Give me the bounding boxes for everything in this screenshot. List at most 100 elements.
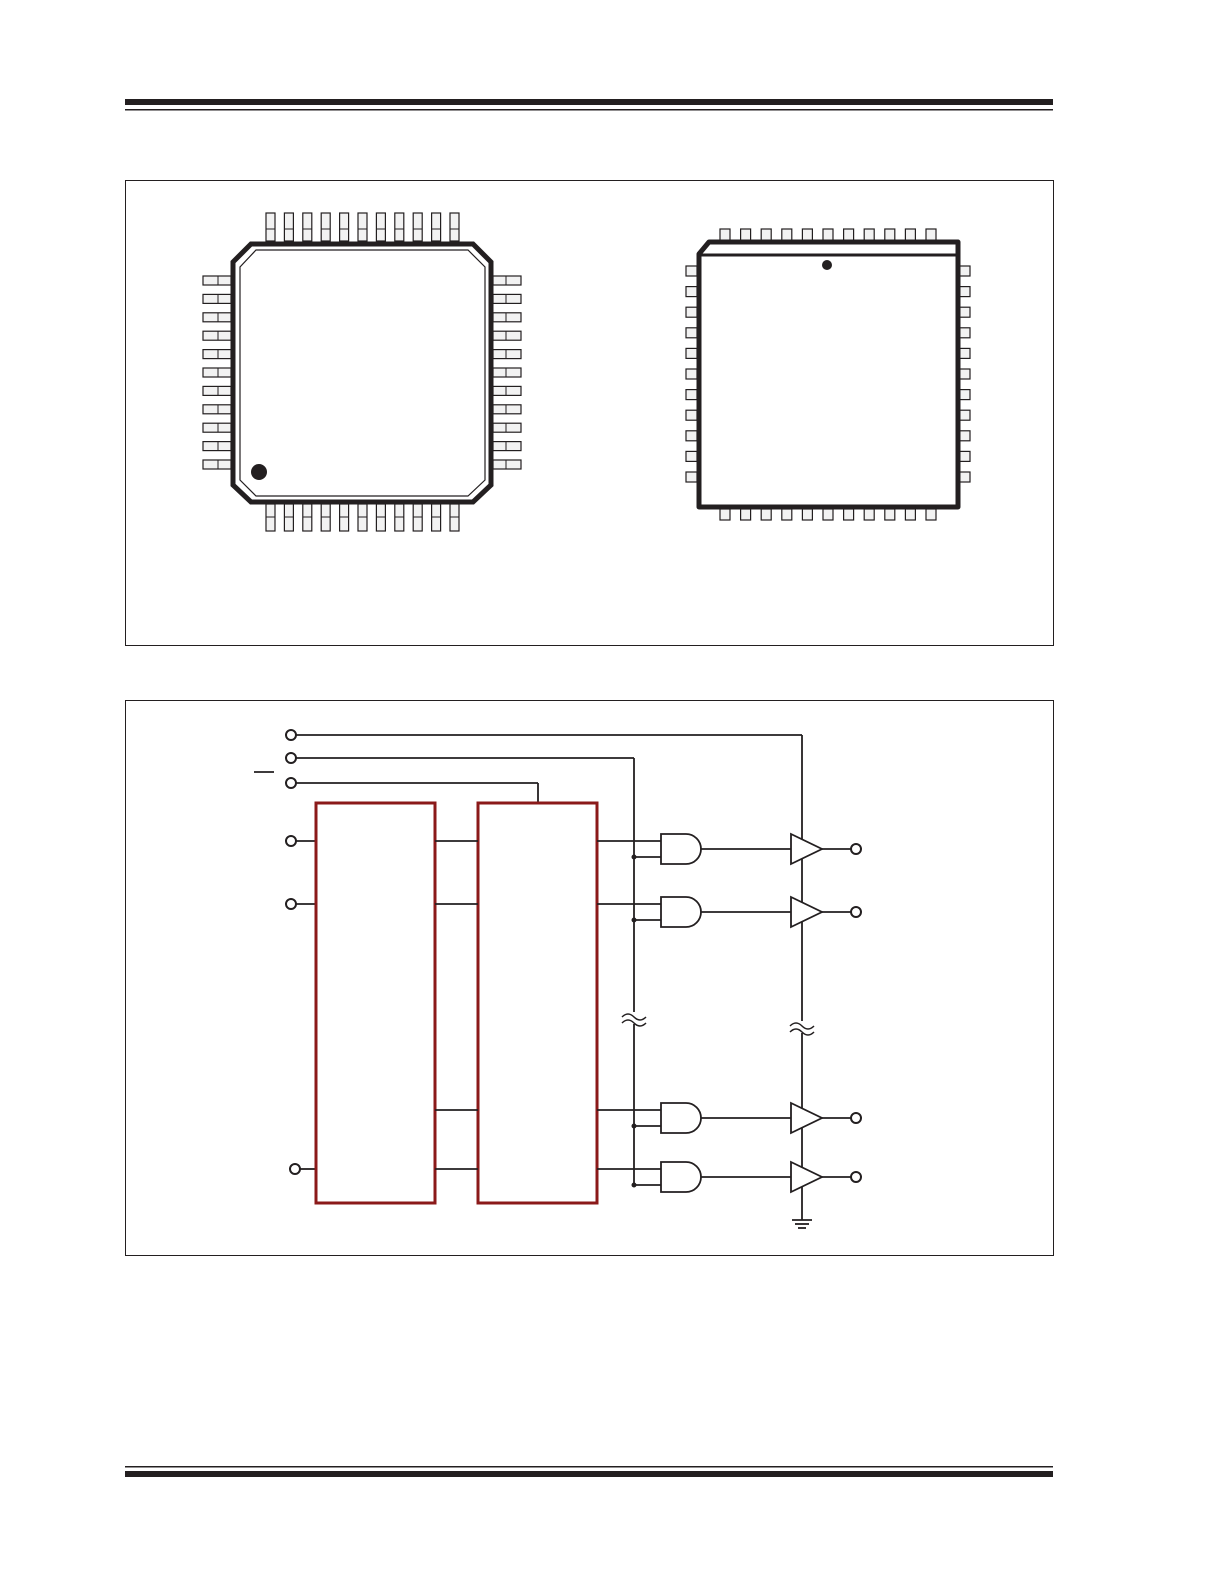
pin — [202, 422, 232, 433]
pin — [685, 347, 698, 359]
pin — [842, 228, 855, 242]
package-body — [696, 239, 961, 510]
pin — [822, 228, 834, 242]
pin — [449, 212, 460, 242]
pin — [904, 228, 917, 242]
pin — [492, 293, 522, 304]
pin — [719, 508, 731, 521]
junction-dot — [631, 1182, 637, 1188]
pin — [925, 508, 937, 521]
header-rule — [125, 99, 1053, 111]
footer-rule — [125, 1466, 1053, 1477]
pin — [265, 212, 276, 242]
control-input-terminal — [285, 729, 297, 741]
package-figure-frame — [125, 180, 1054, 646]
pin — [685, 430, 698, 442]
pin — [202, 459, 232, 470]
pin — [685, 286, 698, 298]
pin — [781, 508, 793, 521]
pin — [492, 275, 522, 286]
pin — [863, 228, 875, 242]
output-buffer — [790, 1101, 825, 1135]
pin — [431, 212, 442, 242]
pin — [958, 471, 971, 483]
pin — [822, 508, 834, 521]
junction-dot — [631, 854, 637, 860]
pin — [492, 441, 522, 452]
data-input-terminal — [289, 1163, 301, 1175]
pin — [492, 422, 522, 433]
plcc-package-drawing — [685, 228, 971, 521]
pin — [685, 471, 698, 483]
pin — [958, 327, 971, 339]
pin — [685, 450, 698, 462]
and-gate — [660, 1102, 702, 1134]
pin — [958, 306, 971, 318]
pin — [283, 212, 294, 242]
pin — [685, 306, 698, 318]
pin — [801, 228, 814, 242]
pin — [202, 404, 232, 415]
pin — [202, 367, 232, 378]
pin — [492, 312, 522, 323]
pin — [739, 508, 752, 521]
pin — [760, 228, 772, 242]
pin — [958, 286, 971, 298]
pin — [739, 228, 752, 242]
break-symbol — [621, 1013, 647, 1021]
pin1-indicator-dot — [822, 260, 832, 270]
pin1-indicator-dot — [251, 464, 267, 480]
pin — [492, 349, 522, 360]
pin — [863, 508, 875, 521]
pin — [202, 275, 232, 286]
pin — [492, 404, 522, 415]
pin — [412, 212, 423, 242]
pin — [958, 265, 971, 277]
junction-dot — [631, 1123, 637, 1129]
control-input-terminal — [285, 777, 297, 789]
pin — [685, 265, 698, 277]
pin — [884, 508, 896, 521]
output-terminal — [850, 906, 862, 918]
data-input-terminal — [285, 898, 297, 910]
pin — [202, 385, 232, 396]
pin — [202, 312, 232, 323]
pin — [492, 330, 522, 341]
pin — [492, 367, 522, 378]
pin — [357, 212, 368, 242]
pin — [302, 212, 313, 242]
break-symbol — [789, 1022, 815, 1030]
break-symbol — [621, 1019, 647, 1027]
pin — [375, 212, 386, 242]
and-gate — [660, 1161, 702, 1193]
pin — [781, 228, 793, 242]
output-buffer — [790, 832, 825, 866]
junction-dot — [631, 917, 637, 923]
pin — [339, 212, 350, 242]
data-input-terminal — [285, 835, 297, 847]
pin — [958, 450, 971, 462]
pin — [958, 368, 971, 380]
qfp-package-drawing — [202, 212, 522, 532]
and-gate — [660, 896, 702, 928]
pin — [884, 228, 896, 242]
block-diagram-frame — [125, 700, 1054, 1256]
pin — [958, 389, 971, 401]
pin — [685, 327, 698, 339]
pin — [685, 389, 698, 401]
pin — [958, 347, 971, 359]
pin — [202, 441, 232, 452]
latch-block — [476, 801, 599, 1205]
pin — [958, 409, 971, 421]
pin — [492, 385, 522, 396]
pin — [394, 212, 405, 242]
output-terminal — [850, 1171, 862, 1183]
pin — [801, 508, 814, 521]
pin — [320, 212, 331, 242]
break-symbol — [789, 1028, 815, 1036]
output-terminal — [850, 843, 862, 855]
block-diagram — [254, 729, 862, 1229]
pin — [719, 228, 731, 242]
control-input-terminal — [285, 752, 297, 764]
